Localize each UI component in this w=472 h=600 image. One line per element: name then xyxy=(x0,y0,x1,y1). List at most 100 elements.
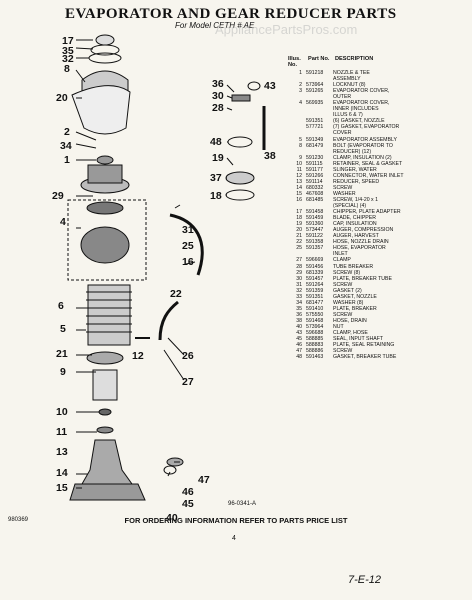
callout-35: 35 xyxy=(62,45,74,57)
callout-26: 26 xyxy=(182,350,194,362)
cell-desc: SEAL, INPUT SHAFT xyxy=(333,336,384,343)
cell-part: 591122 xyxy=(306,233,323,240)
input-seal xyxy=(163,465,177,475)
compression-auger xyxy=(71,85,131,135)
evaporator-coils xyxy=(86,291,132,333)
cell-desc: NUT xyxy=(333,323,344,330)
callout-28: 28 xyxy=(212,102,224,114)
cell-desc: EVAPORATOR ASSEMBLY xyxy=(333,136,397,143)
watermark: AppliancePartsPros.com xyxy=(215,22,358,37)
cell-part: 591459 xyxy=(306,215,324,222)
speed-reducer-top xyxy=(86,351,124,365)
cell-illus: 14 xyxy=(296,184,302,191)
callout-45: 45 xyxy=(182,498,194,510)
cell-illus: 45 xyxy=(296,336,302,343)
cell-desc: CLAMP, INSULATION (2) xyxy=(333,154,392,161)
cell-desc: PLATE, BREAKER xyxy=(333,305,377,312)
cell-desc: HOSE, NOZZLE DRAIN xyxy=(333,239,389,246)
cell-illus: 8 xyxy=(299,142,302,149)
diagram-code: 96-0341-A xyxy=(228,501,257,507)
cap-insulation xyxy=(87,164,123,184)
cell-illus: 20 xyxy=(296,227,302,234)
cell-desc: SCREW xyxy=(333,311,353,318)
nozzle-tee xyxy=(95,34,115,46)
header-illus-no: Illus. No. xyxy=(288,56,301,68)
cell-part: 573964 xyxy=(306,82,324,89)
cell-illus: 29 xyxy=(296,269,302,276)
cell-desc: TUBE BREAKER xyxy=(333,263,374,270)
cell-part: 591349 xyxy=(306,136,324,143)
callout-20: 20 xyxy=(56,92,68,104)
cell-illus: 46 xyxy=(296,342,302,349)
cell-illus: 34 xyxy=(296,299,302,306)
cell-part: 577721 xyxy=(306,124,324,131)
cell-part: 591351 xyxy=(306,118,324,125)
cell-desc: NOZZLE & TEE xyxy=(333,70,370,76)
table-row: 5 591349 EVAPORATOR ASSEMBLY xyxy=(288,137,468,143)
speed-reducer-plate xyxy=(92,369,118,401)
cell-desc: CHIPPER, PLATE ADAPTER xyxy=(333,209,401,216)
callout-11: 11 xyxy=(56,426,68,438)
cell-illus: 28 xyxy=(296,263,302,270)
cell-part: 575550 xyxy=(306,311,324,318)
cell-part: 681477 xyxy=(306,299,324,306)
cell-desc: GASKET (2) xyxy=(333,287,362,294)
breaker-plate xyxy=(90,44,120,56)
cell-desc: PLATE, BREAKER TUBE xyxy=(333,275,392,282)
cell-desc: (7) GASKET, EVAPORATOR xyxy=(333,124,400,131)
water-slinger xyxy=(96,426,114,434)
callout-37: 37 xyxy=(210,172,222,184)
callout-10: 10 xyxy=(56,406,68,418)
callout-46: 46 xyxy=(182,486,194,498)
header-part-no: Part No. xyxy=(308,56,330,62)
cell-desc: SCREW (8) xyxy=(333,269,361,276)
cell-desc: SCREW xyxy=(333,184,353,191)
cell-illus: 27 xyxy=(296,257,302,264)
cell-illus: 32 xyxy=(296,287,302,294)
cell-desc: RETAINER, SEAL & GASKET xyxy=(333,160,403,167)
model-subtitle: For Model CETH # AE xyxy=(175,21,255,30)
harvest-auger xyxy=(80,226,130,264)
cell-desc: SCREW, 1/4-20 x 1 xyxy=(333,196,378,203)
callout-34: 34 xyxy=(60,140,72,152)
cell-desc: HOSE, DRAIN xyxy=(333,317,367,324)
cell-illus: 43 xyxy=(296,330,302,337)
cell-part: 591230 xyxy=(306,154,324,161)
cell-desc: WASHER xyxy=(333,190,356,197)
cell-desc: INNER (INCLUDES xyxy=(333,106,379,113)
cell-illus: 5 xyxy=(299,136,302,143)
cell-part: 569935 xyxy=(306,100,324,107)
nozzle-gasket xyxy=(96,155,114,165)
cell-part: 596669 xyxy=(306,257,324,264)
cell-desc: GASKET, BREAKER TUBE xyxy=(333,354,397,361)
cell-part: 591177 xyxy=(306,166,323,173)
cell-desc: AUGER, COMPRESSION xyxy=(333,227,394,234)
callout-47: 47 xyxy=(198,474,210,486)
hose-clamp-43 xyxy=(247,81,261,91)
cell-part: 591468 xyxy=(306,317,324,324)
table-row: 591351(6) GASKET, NOZZLE xyxy=(288,118,468,124)
cell-illus: 4 xyxy=(299,100,302,107)
callout-13: 13 xyxy=(56,446,68,458)
cell-part: 681479 xyxy=(306,142,324,149)
cell-part: 591265 xyxy=(306,88,324,95)
cell-illus: 22 xyxy=(296,239,302,246)
